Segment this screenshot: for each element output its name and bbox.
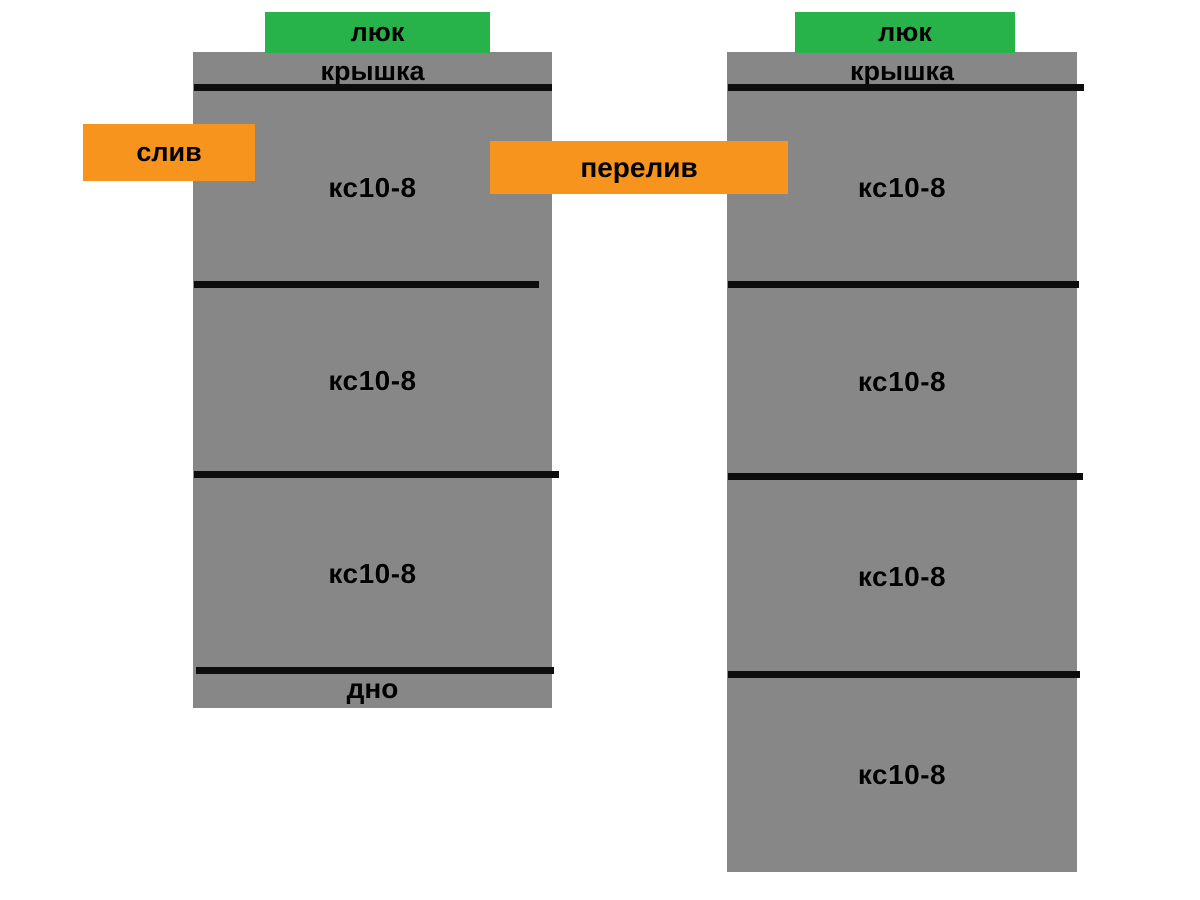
left-tank-bottom-divider (196, 667, 554, 674)
right-tank-divider-2 (728, 473, 1083, 480)
left-tank-ring-1: кс10-8 (193, 91, 552, 284)
right-tank-ring-2: кс10-8 (727, 288, 1077, 476)
left-tank-hatch: люк (265, 12, 490, 53)
right-tank-ring-4-label: кс10-8 (857, 759, 947, 790)
drain-pipe: слив (83, 124, 255, 181)
right-tank-hatch-label: люк (878, 17, 932, 47)
left-tank-ring-2: кс10-8 (193, 288, 552, 474)
right-tank-divider-3 (728, 671, 1080, 678)
left-tank-ring-1-label: кс10-8 (328, 171, 417, 203)
overflow-pipe-label: перелив (580, 151, 698, 183)
left-tank-lid-label: крышка (193, 55, 552, 87)
left-tank-divider-2 (194, 471, 559, 478)
right-tank-lid-divider (728, 84, 1084, 91)
overflow-pipe: перелив (490, 141, 788, 194)
right-tank-ring-3: кс10-8 (727, 480, 1077, 674)
left-tank-ring-2-label: кс10-8 (328, 365, 417, 396)
left-tank-divider-1 (194, 281, 539, 288)
drain-pipe-label: слив (136, 137, 202, 167)
left-tank-lid-text: крышка (320, 55, 425, 86)
left-tank-ring-3-label: кс10-8 (328, 558, 417, 589)
left-tank-bottom-label: дно (193, 672, 552, 706)
right-tank-ring-2-label: кс10-8 (857, 366, 947, 397)
right-tank-ring-3-label: кс10-8 (857, 561, 947, 592)
right-tank-ring-1-label: кс10-8 (857, 171, 947, 203)
right-tank-ring-1: кс10-8 (727, 91, 1077, 284)
left-tank-ring-3: кс10-8 (193, 478, 552, 670)
right-tank-ring-4: кс10-8 (727, 678, 1077, 872)
right-tank-hatch: люк (795, 12, 1015, 53)
right-tank-divider-1 (728, 281, 1079, 288)
right-tank-lid-text: крышка (849, 55, 955, 86)
right-tank-lid-label: крышка (727, 55, 1077, 87)
left-tank-bottom-text: дно (346, 673, 399, 704)
left-tank-lid-divider (194, 84, 552, 91)
left-tank-hatch-label: люк (350, 17, 405, 47)
